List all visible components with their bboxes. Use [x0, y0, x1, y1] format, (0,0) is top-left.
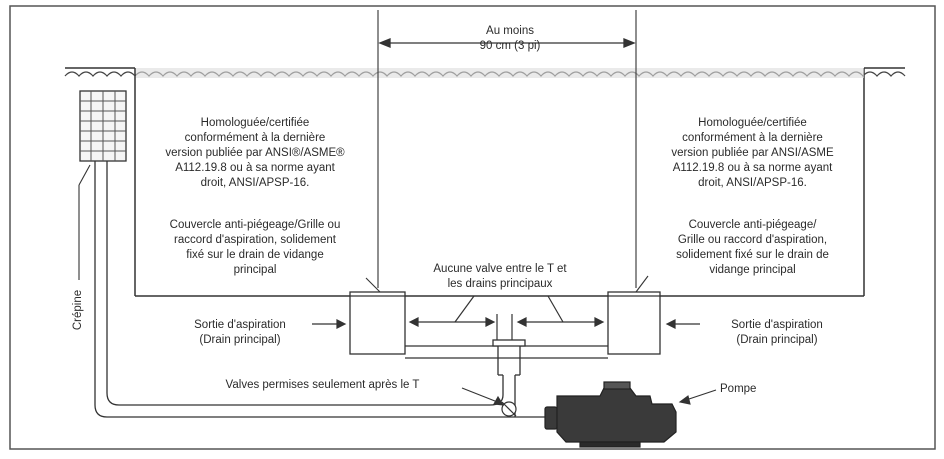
diagram-frame: [9, 5, 936, 450]
cert-right-line: Homologuée/certifiée: [698, 117, 807, 129]
drain-connecting-pipe: [405, 339, 608, 417]
t-markers: [496, 314, 513, 340]
spacing-label-line1: Au moins: [486, 25, 534, 37]
valves-after-t-label: Valves permises seulement après le T: [225, 379, 420, 391]
certification-right: Homologuée/certifiée conformément à la d…: [640, 116, 865, 191]
pump-label: Pompe: [720, 383, 757, 395]
certification-left: Homologuée/certifiée conformément à la d…: [140, 116, 370, 191]
cert-left-line: conformément à la dernière: [184, 132, 326, 144]
cert-left-line: droit, ANSI/APSP-16.: [200, 177, 310, 189]
spacing-label-line2: 90 cm (3 pi): [479, 40, 541, 52]
suction-left-line: (Drain principal): [199, 334, 281, 346]
spacing-arrow: [378, 38, 636, 48]
cover-label-left: Couvercle anti-piégeage/Grille ou raccor…: [140, 218, 370, 278]
spacing-label: Au moins 90 cm (3 pi): [460, 24, 560, 54]
cover-left-line: raccord d'aspiration, solidement: [174, 234, 336, 246]
cover-left-line: principal: [233, 264, 277, 276]
cert-left-line: A112.19.8 ou à sa norme ayant: [175, 162, 335, 174]
suction-left-line: Sortie d'aspiration: [194, 319, 286, 331]
no-valve-line: Aucune valve entre le T et: [433, 263, 567, 275]
cover-leaders: [365, 275, 649, 293]
suction-outlet-right: Sortie d'aspiration (Drain principal): [702, 318, 852, 348]
pump-icon: [544, 381, 677, 448]
strainer-pipe: [94, 161, 545, 418]
suction-right-line: (Drain principal): [736, 334, 818, 346]
cover-right-line: Grille ou raccord d'aspiration,: [677, 234, 828, 246]
no-valve-arrows: [408, 295, 605, 327]
cover-left-line: Couvercle anti-piégeage/Grille ou: [169, 219, 341, 231]
cover-right-line: Couvercle anti-piégeage/: [688, 219, 817, 231]
main-drain-left: [349, 291, 406, 355]
valve-leader: [461, 387, 505, 406]
cover-left-line: fixé sur le drain de vidange: [186, 249, 324, 261]
cover-right-line: solidement fixé sur le drain de: [676, 249, 829, 261]
strainer-leader: [78, 164, 91, 280]
valve: [501, 401, 517, 417]
strainer: [79, 90, 127, 162]
cert-right-line: conformément à la dernière: [682, 132, 823, 144]
main-drain-right: [607, 291, 661, 355]
suction-outlet-left: Sortie d'aspiration (Drain principal): [170, 318, 310, 348]
water-shade: [136, 68, 864, 78]
suction-right-line: Sortie d'aspiration: [731, 319, 823, 331]
strainer-label: Crépine: [72, 289, 84, 331]
no-valve-line: les drains principaux: [447, 278, 553, 290]
spacing-guides: [377, 10, 637, 288]
no-valve-label: Aucune valve entre le T et les drains pr…: [400, 262, 600, 292]
cert-right-line: droit, ANSI/APSP-16.: [698, 177, 807, 189]
cover-right-line: vidange principal: [709, 264, 796, 276]
suction-arrows: [312, 319, 700, 329]
pool-walls: [65, 67, 905, 297]
cert-left-line: version publiée par ANSI®/ASME®: [165, 147, 345, 159]
cert-left-line: Homologuée/certifiée: [200, 117, 310, 129]
pump-leader: [678, 389, 717, 405]
cert-right-line: A112.19.8 ou à sa norme ayant: [672, 162, 833, 174]
cert-right-line: version publiée par ANSI/ASME: [671, 147, 834, 159]
cover-label-right: Couvercle anti-piégeage/ Grille ou racco…: [640, 218, 865, 278]
